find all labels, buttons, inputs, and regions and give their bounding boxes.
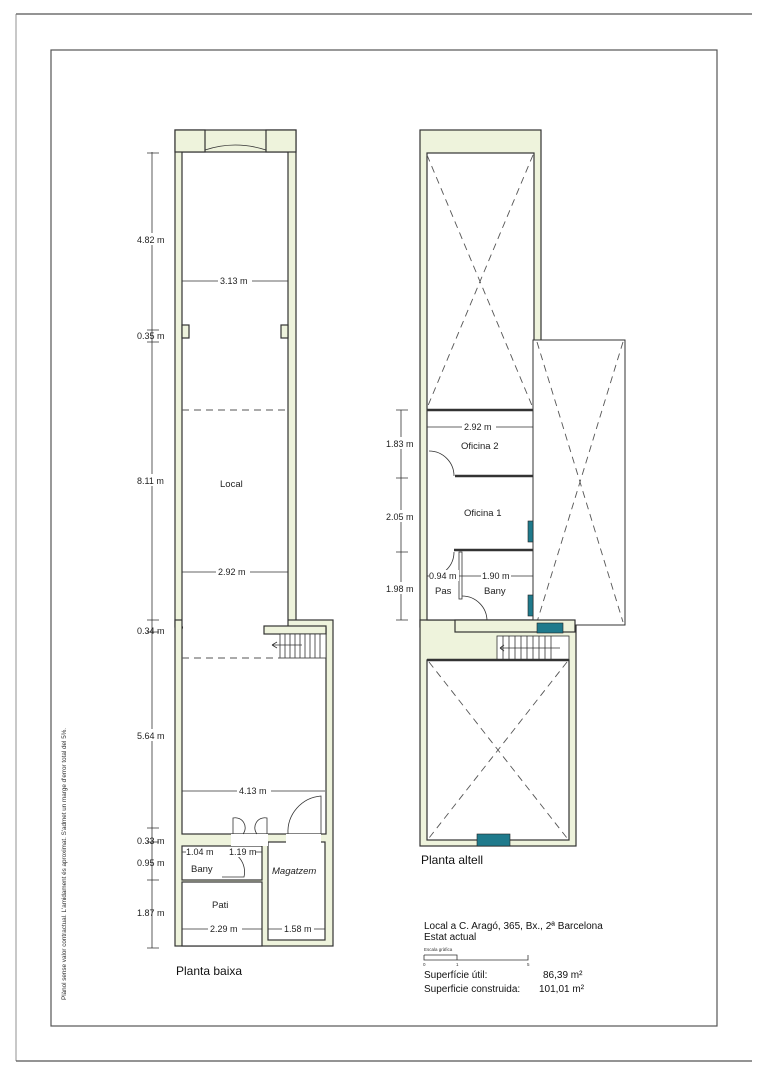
dim-label: 2.92 m xyxy=(464,422,492,432)
dim-label: 5.64 m xyxy=(137,731,165,741)
void-cross-icon xyxy=(536,341,624,623)
window-icon xyxy=(527,594,534,617)
address: Local a C. Aragó, 365, Bx., 2ª Barcelona xyxy=(424,921,603,932)
room-label-oficina2: Oficina 2 xyxy=(461,441,499,452)
dim-label: 1.19 m xyxy=(229,847,257,857)
scale-bar xyxy=(423,954,529,961)
window-icon xyxy=(527,520,534,543)
useful-area-label: Superfície útil: xyxy=(424,970,487,981)
dim-label: 1.04 m xyxy=(186,847,214,857)
dim-label: 0.35 m xyxy=(137,331,165,341)
room-label-bany: Bany xyxy=(191,864,213,875)
disclaimer-note: Plànol sense valor contractual. L'amidam… xyxy=(61,728,68,1000)
useful-area-value: 86,39 m² xyxy=(543,970,583,981)
dim-label: 2.29 m xyxy=(210,924,238,934)
void-cross-icon xyxy=(426,154,534,409)
planta-altell-plan: 1.83 m 2.05 m 1.98 m 2.92 m 0.94 m 1.90 … xyxy=(385,129,626,867)
void-cross-icon xyxy=(428,661,568,839)
stair-icon xyxy=(271,633,327,659)
dim-label: 1.90 m xyxy=(482,571,510,581)
scale-label: Escala gràfica xyxy=(424,947,453,952)
page-frame xyxy=(15,13,752,1062)
room-label-magatzem: Magatzem xyxy=(272,866,316,877)
room-label-pati: Pati xyxy=(212,900,228,911)
dim-label: 8.11 m xyxy=(137,476,164,486)
dim-label: 1.58 m xyxy=(284,924,312,934)
dim-label: 1.87 m xyxy=(137,908,165,918)
plan-title-planta-altell: Planta altell xyxy=(421,853,483,867)
built-area-label: Superficie construida: xyxy=(424,984,520,995)
stair-icon xyxy=(496,635,570,661)
room-label-pas: Pas xyxy=(435,586,452,597)
scale-tick: 0 xyxy=(423,962,426,967)
room-label-local: Local xyxy=(220,479,243,490)
dim-label: 2.92 m xyxy=(218,567,246,577)
dim-label: 4.13 m xyxy=(239,786,267,796)
scale-tick: 5 xyxy=(527,962,530,967)
room-label-bany: Bany xyxy=(484,586,506,597)
built-area-value: 101,01 m² xyxy=(539,984,585,995)
room-label-oficina1: Oficina 1 xyxy=(464,508,502,519)
dim-label: 0.34 m xyxy=(137,626,165,636)
window-icon xyxy=(536,622,564,634)
dim-label: 0.33 m xyxy=(137,836,165,846)
dim-label: 1.83 m xyxy=(386,439,414,449)
dim-label: 1.98 m xyxy=(386,584,414,594)
scale-tick: 1 xyxy=(456,962,459,967)
dim-label: 0.94 m xyxy=(429,571,457,581)
dim-label: 4.82 m xyxy=(137,235,165,245)
plan-title-planta-baixa: Planta baixa xyxy=(176,964,242,978)
status: Estat actual xyxy=(424,932,476,943)
window-icon xyxy=(476,833,511,847)
planta-baixa-plan: 4.82 m 0.35 m 8.11 m 0.34 m 5.64 m 0.33 … xyxy=(136,129,334,978)
dim-label: 0.95 m xyxy=(137,858,165,868)
info-block: Local a C. Aragó, 365, Bx., 2ª Barcelona… xyxy=(423,921,603,995)
dim-label: 2.05 m xyxy=(386,512,414,522)
dim-label: 3.13 m xyxy=(220,276,248,286)
